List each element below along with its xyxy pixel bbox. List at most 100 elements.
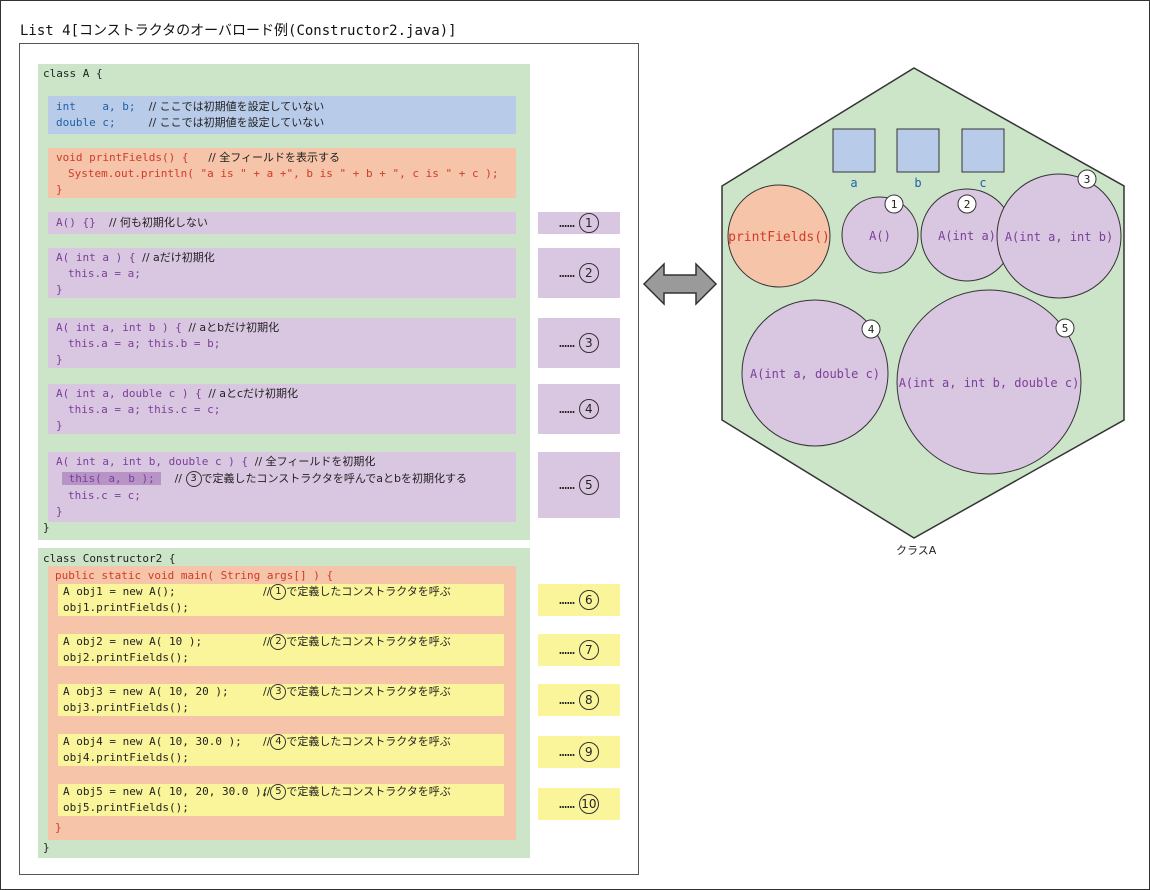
main-method-block: public static void main( String args[] )…	[48, 566, 516, 840]
field-box-c	[961, 128, 1005, 173]
marker-dots: ……	[559, 265, 575, 281]
ctor1-line: A() {} // 何も初期化しない	[56, 215, 208, 231]
marker-6: ……6	[538, 584, 620, 616]
call-code: A obj3 = new A( 10, 20 );	[63, 685, 229, 698]
method-label: printFields()	[728, 230, 830, 245]
field-code: double c;	[56, 116, 116, 129]
comment-slashes: //	[174, 472, 183, 485]
ctor4-block: A( int a, double c ) { // aとcだけ初期化 this.…	[48, 384, 516, 434]
circled-number: 3	[185, 471, 202, 487]
ctor4-line3: }	[56, 419, 63, 432]
diagram-caption: クラスA	[896, 544, 937, 557]
call-code: A obj4 = new A( 10, 30.0 );	[63, 735, 242, 748]
comment-text: で定義したコンストラクタを呼ぶ	[286, 635, 451, 648]
ctor-comment: // aとbだけ初期化	[188, 321, 280, 334]
field-code: int a, b;	[56, 100, 136, 113]
class-c2-open: class Constructor2 {	[43, 552, 176, 565]
ctor-circle-5	[896, 289, 1082, 475]
ctor-num-5: 5	[1062, 322, 1069, 335]
ctor-num-circle-2	[957, 194, 977, 214]
ctor-num-circle-1	[884, 194, 904, 214]
marker-number: 9	[578, 742, 599, 762]
marker-dots: ……	[559, 215, 575, 231]
circled-number: 4	[270, 734, 287, 750]
comment-text: で定義したコンストラクタを呼ぶ	[286, 585, 451, 598]
ctor-label-1: A()	[869, 229, 891, 243]
circled-number: 3	[270, 684, 287, 700]
marker-7: ……7	[538, 634, 620, 666]
marker-number: 5	[578, 475, 599, 495]
marker-10: ……10	[538, 788, 620, 820]
marker-dots: ……	[559, 477, 575, 493]
field-label-c: c	[979, 176, 986, 190]
field-line-ab: int a, b; // ここでは初期値を設定していない	[56, 99, 324, 115]
printfields-block: void printFields() { // 全フィールドを表示する Syst…	[48, 148, 516, 198]
ctor5-block: A( int a, int b, double c ) { // 全フィールドを…	[48, 452, 516, 522]
marker-number: 8	[578, 690, 599, 710]
marker-number: 6	[578, 590, 599, 610]
field-box-a	[832, 128, 876, 173]
ctor-comment: // aだけ初期化	[142, 251, 215, 264]
class-a-block: class A { int a, b; // ここでは初期値を設定していない d…	[38, 64, 530, 540]
ctor-circle-3	[996, 173, 1122, 299]
field-box-b	[896, 128, 940, 173]
ctor-code: A( int a, int b, double c ) {	[56, 455, 249, 468]
main-close: }	[55, 821, 62, 834]
class-a-diagram: a b c printFields() A() 1 A(int a) 2 A(i…	[721, 67, 1125, 539]
ctor-num-circle-3	[1077, 169, 1097, 189]
ctor-label-2: A(int a)	[938, 229, 996, 243]
ctor2-block: A( int a ) { // aだけ初期化 this.a = a; }	[48, 248, 516, 298]
class-c2-close: }	[43, 841, 50, 854]
marker-5: ……5	[538, 452, 620, 518]
marker-9: ……9	[538, 736, 620, 768]
ctor-comment: // 全フィールドを初期化	[254, 455, 376, 468]
ctor2-line1: A( int a ) { // aだけ初期化	[56, 250, 215, 266]
marker-number: 1	[578, 213, 599, 233]
field-line-c: double c; // ここでは初期値を設定していない	[56, 115, 324, 131]
ctor2-line2: this.a = a;	[68, 267, 141, 280]
marker-1: ……1	[538, 212, 620, 234]
fields-block: int a, b; // ここでは初期値を設定していない double c; /…	[48, 96, 516, 134]
ctor-label-4: A(int a, double c)	[750, 367, 880, 381]
ctor-code: A( int a, int b ) {	[56, 321, 182, 334]
call4-line2: obj4.printFields();	[63, 751, 189, 764]
printfields-line1: void printFields() { // 全フィールドを表示する	[56, 150, 340, 166]
ctor-num-4: 4	[868, 323, 875, 336]
code-listing: class A { int a, b; // ここでは初期値を設定していない d…	[19, 43, 639, 875]
ctor4-line1: A( int a, double c ) { // aとcだけ初期化	[56, 386, 298, 402]
comment-text: で定義したコンストラクタを呼んでaとbを初期化する	[201, 472, 468, 485]
ctor2-line3: }	[56, 283, 63, 296]
marker-dots: ……	[559, 642, 575, 658]
marker-dots: ……	[559, 692, 575, 708]
class-a-open: class A {	[43, 67, 103, 80]
circled-number: 2	[270, 634, 287, 650]
main-signature: public static void main( String args[] )…	[55, 569, 334, 582]
ctor-label-5: A(int a, int b, double c)	[899, 376, 1080, 390]
circled-number: 1	[270, 584, 287, 600]
marker-dots: ……	[559, 401, 575, 417]
ctor-num-3: 3	[1084, 173, 1091, 186]
call3-line2: obj3.printFields();	[63, 701, 189, 714]
call-code: A obj2 = new A( 10 );	[63, 635, 203, 648]
marker-8: ……8	[538, 684, 620, 716]
marker-dots: ……	[559, 592, 575, 608]
ctor-circle-1	[841, 196, 919, 274]
ctor5-line1: A( int a, int b, double c ) { // 全フィールドを…	[56, 454, 375, 470]
call-code: A obj1 = new A();	[63, 585, 176, 598]
ctor-code: A() {}	[56, 216, 96, 229]
listing-title: List 4[コンストラクタのオーバロード例(Constructor2.java…	[20, 23, 457, 39]
field-label-a: a	[850, 176, 857, 190]
this-call-code: this( a, b );	[68, 472, 155, 485]
ctor5-line4: }	[56, 505, 63, 518]
